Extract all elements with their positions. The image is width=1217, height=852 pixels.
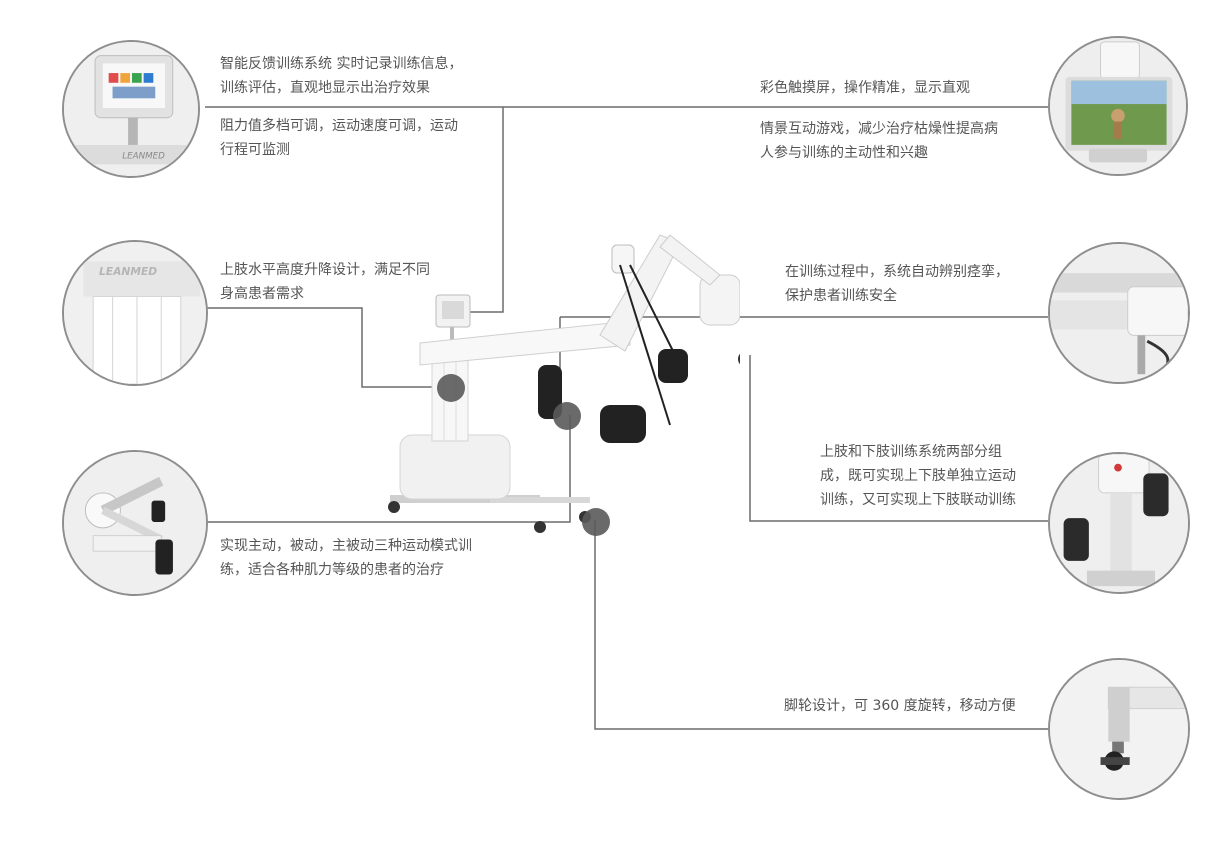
marker-dot-column xyxy=(437,374,465,402)
callout-upper-lower: 上肢和下肢训练系统两部分组 成，既可实现上下肢单独立运动 训练，又可实现上下肢联… xyxy=(820,440,1016,512)
marker-dot-caster xyxy=(582,508,610,536)
callout-height-line2: 身高患者需求 xyxy=(220,286,304,302)
callout-upper-lower-line2: 成，既可实现上下肢单独立运动 xyxy=(820,468,1016,484)
line-upper-lower xyxy=(749,355,1048,522)
brand-logo-large: LEANMED xyxy=(99,265,157,278)
callout-casters: 脚轮设计，可 360 度旋转，移动方便 xyxy=(784,694,1016,718)
callout-scene-game: 情景互动游戏，减少治疗枯燥性提高病 人参与训练的主动性和兴趣 xyxy=(760,117,998,165)
callout-spasm: 在训练过程中，系统自动辨别痉挛， 保护患者训练安全 xyxy=(785,260,1009,308)
line-modes xyxy=(207,415,571,523)
detail-circle-console: LEANMED xyxy=(62,40,200,178)
callout-height-adjust: 上肢水平高度升降设计，满足不同 身高患者需求 xyxy=(220,258,430,306)
console-screen-icon: LEANMED xyxy=(64,42,198,176)
marker-dot-arm xyxy=(553,402,581,430)
callout-resistance: 阻力值多档可调，运动速度可调，运动 行程可监测 xyxy=(220,114,458,162)
callout-height-line1: 上肢水平高度升降设计，满足不同 xyxy=(220,262,430,278)
callout-feedback-line1: 智能反馈训练系统 实时记录训练信息， xyxy=(220,56,463,72)
callout-spasm-line2: 保护患者训练安全 xyxy=(785,288,897,304)
lift-column-icon: LEANMED xyxy=(64,242,206,384)
line-height xyxy=(207,307,450,388)
callout-feedback: 智能反馈训练系统 实时记录训练信息， 训练评估，直观地显示出治疗效果 xyxy=(220,52,462,100)
line-console xyxy=(470,107,504,313)
detail-circle-pedals xyxy=(1048,452,1190,594)
game-screen-icon xyxy=(1050,38,1186,174)
pedals-icon xyxy=(1050,454,1188,592)
caster-wheel-icon xyxy=(1050,660,1188,798)
brand-logo-small: LEANMED xyxy=(122,152,165,162)
callout-feedback-line2: 训练评估，直观地显示出治疗效果 xyxy=(220,80,430,96)
callout-spasm-line1: 在训练过程中，系统自动辨别痉挛， xyxy=(785,264,1009,280)
callout-touchscreen: 彩色触摸屏，操作精准，显示直观 xyxy=(760,76,970,100)
callout-casters-line1: 脚轮设计，可 360 度旋转，移动方便 xyxy=(784,698,1016,714)
callout-resistance-line1: 阻力值多档可调，运动速度可调，运动 xyxy=(220,118,458,134)
callout-touchscreen-line1: 彩色触摸屏，操作精准，显示直观 xyxy=(760,80,970,96)
callout-resistance-line2: 行程可监测 xyxy=(220,142,290,158)
callout-modes: 实现主动，被动，主被动三种运动模式训 练，适合各种肌力等级的患者的治疗 xyxy=(220,534,472,582)
detail-circle-sensor xyxy=(1048,242,1190,384)
detail-circle-caster xyxy=(1048,658,1190,800)
callout-modes-line2: 练，适合各种肌力等级的患者的治疗 xyxy=(220,562,444,578)
callout-scene-game-line1: 情景互动游戏，减少治疗枯燥性提高病 xyxy=(760,121,998,137)
detail-circle-arm xyxy=(62,450,208,596)
detail-circle-column: LEANMED xyxy=(62,240,208,386)
sensor-unit-icon xyxy=(1050,244,1188,382)
callout-upper-lower-line3: 训练，又可实现上下肢联动训练 xyxy=(820,492,1016,508)
detail-circle-game xyxy=(1048,36,1188,176)
rehab-machine-illustration xyxy=(388,234,740,533)
callout-modes-line1: 实现主动，被动，主被动三种运动模式训 xyxy=(220,538,472,554)
callout-scene-game-line2: 人参与训练的主动性和兴趣 xyxy=(760,145,928,161)
arm-crank-icon xyxy=(64,452,206,594)
line-casters xyxy=(594,520,1048,730)
callout-upper-lower-line1: 上肢和下肢训练系统两部分组 xyxy=(820,444,1002,460)
